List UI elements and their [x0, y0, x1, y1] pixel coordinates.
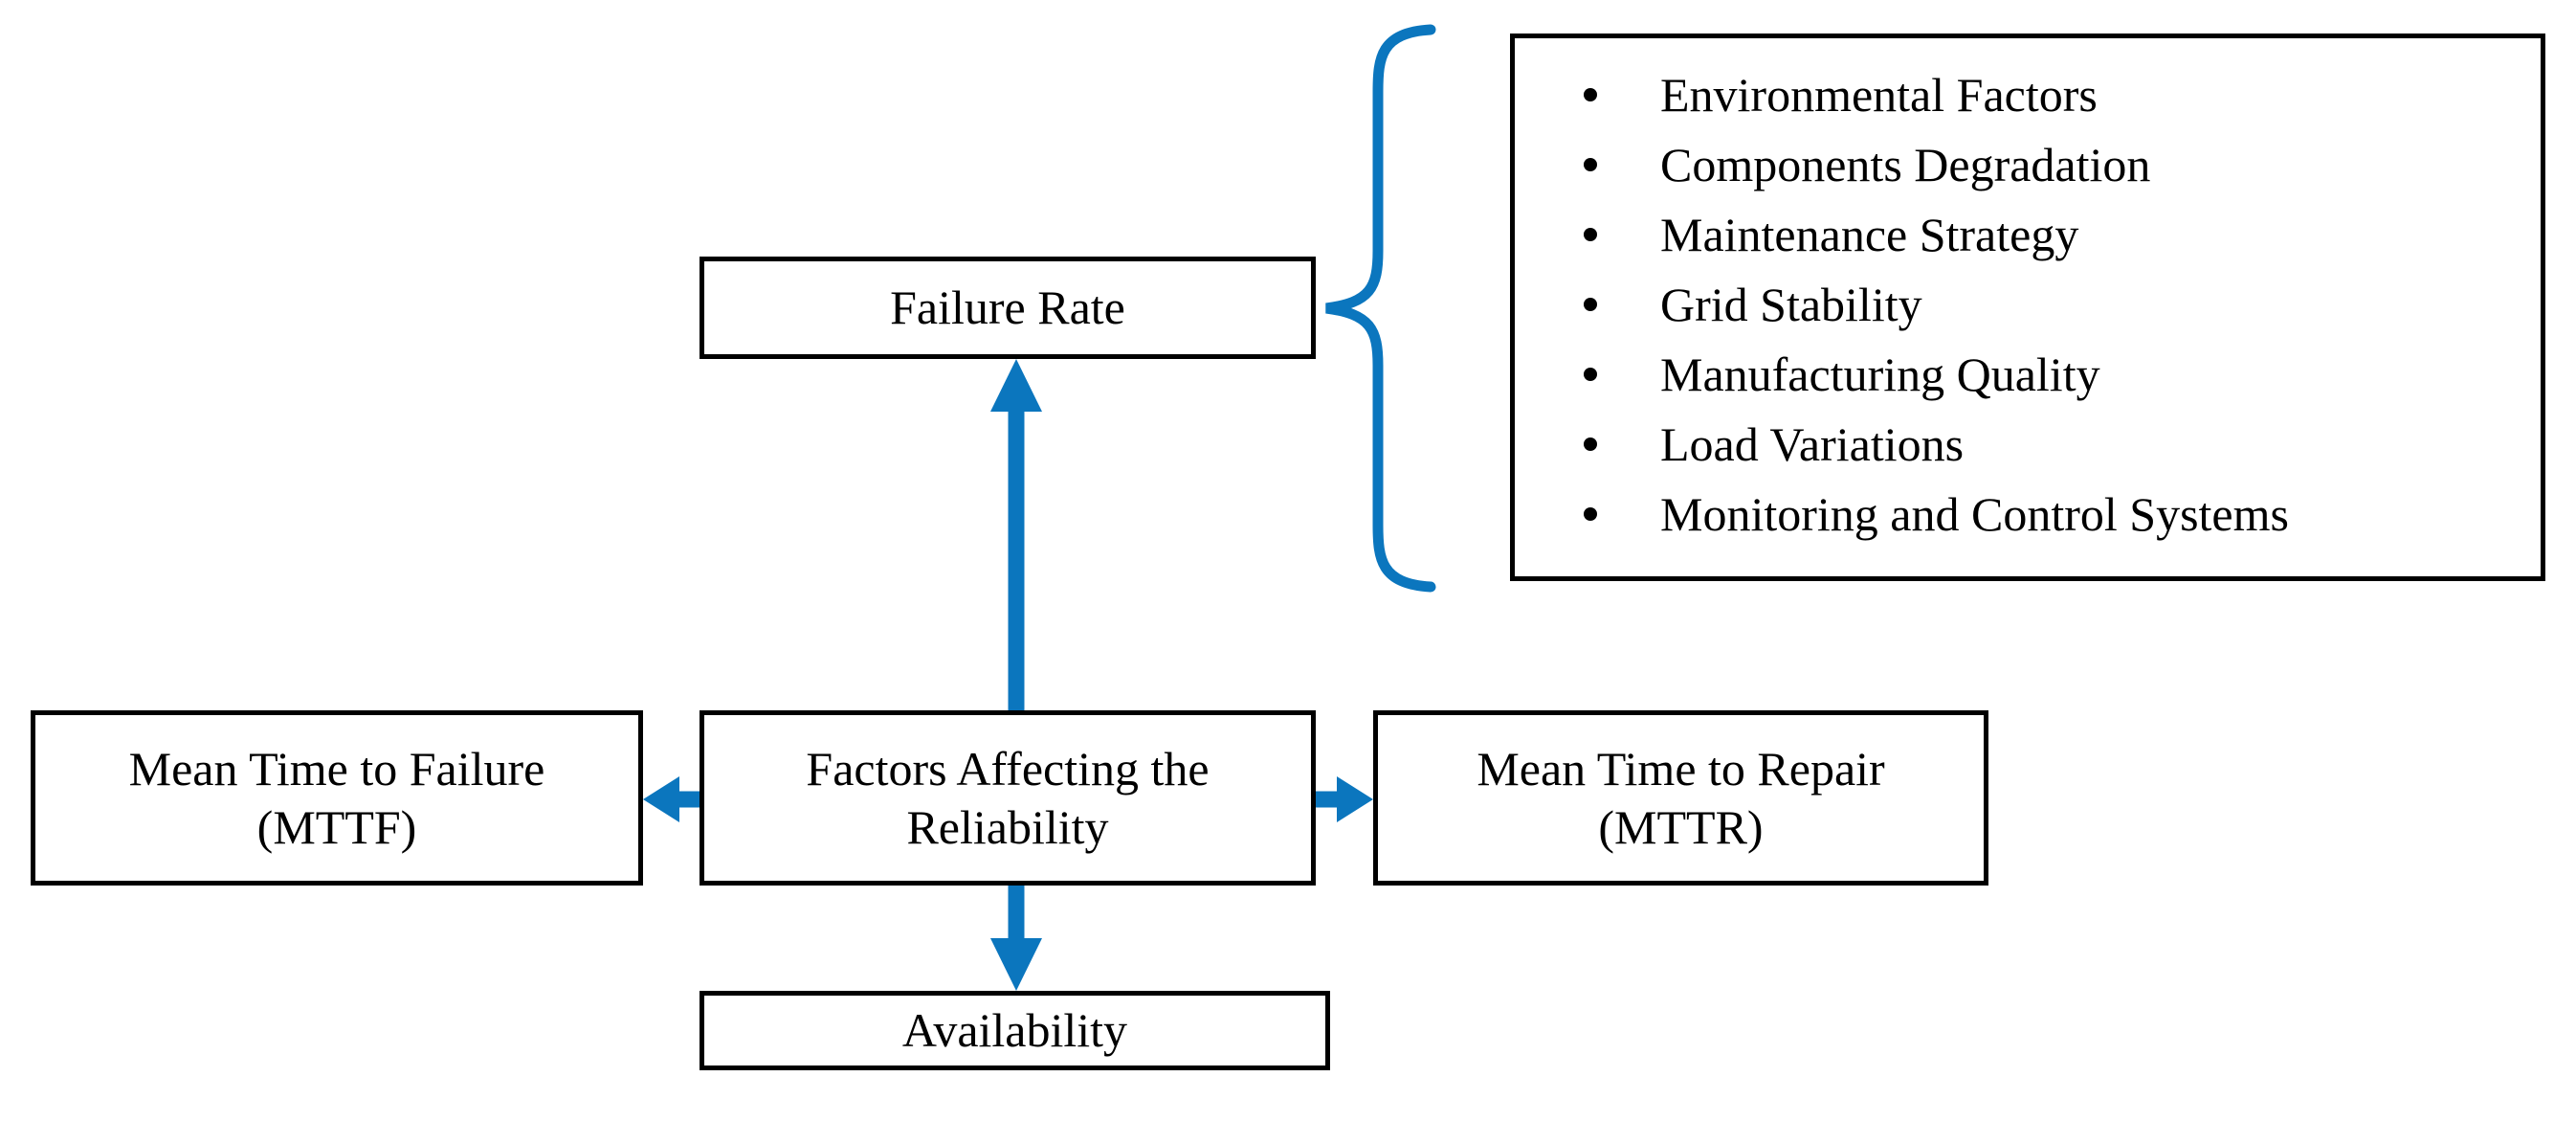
list-item-label: Manufacturing Quality — [1660, 347, 2100, 401]
list-item: Load Variations — [1515, 409, 2541, 479]
list-item: Manufacturing Quality — [1515, 339, 2541, 409]
list-item-label: Monitoring and Control Systems — [1660, 486, 2289, 541]
node-mean-time-to-repair[interactable]: Mean Time to Repair (MTTR) — [1373, 710, 1988, 886]
list-item: Grid Stability — [1515, 269, 2541, 339]
node-center-line1: Factors Affecting the — [806, 741, 1210, 796]
bullet-icon — [1584, 157, 1597, 171]
bullet-icon — [1584, 506, 1597, 521]
bullet-icon — [1584, 227, 1597, 241]
list-item-label: Components Degradation — [1660, 137, 2151, 191]
list-item: Components Degradation — [1515, 129, 2541, 199]
node-mttf-line2: (MTTF) — [256, 799, 417, 854]
node-availability[interactable]: Availability — [700, 991, 1330, 1070]
node-failure-rate[interactable]: Failure Rate — [700, 257, 1316, 359]
arrow-center-to-availability — [990, 886, 1042, 991]
node-mttr-line2: (MTTR) — [1598, 799, 1764, 854]
list-item: Maintenance Strategy — [1515, 199, 2541, 269]
node-mttf-line1: Mean Time to Failure — [128, 741, 545, 796]
node-failure-rate-label: Failure Rate — [890, 280, 1125, 334]
list-item-label: Load Variations — [1660, 416, 1965, 471]
curly-brace-connector — [1325, 24, 1436, 593]
node-mttr-label: Mean Time to Repair (MTTR) — [1467, 740, 1894, 857]
list-item-label: Environmental Factors — [1660, 67, 2098, 122]
list-item: Monitoring and Control Systems — [1515, 479, 2541, 549]
factor-list: Environmental Factors Components Degrada… — [1515, 38, 2541, 549]
node-factors-affecting-reliability[interactable]: Factors Affecting the Reliability — [700, 710, 1316, 886]
arrow-center-to-mttr — [1316, 776, 1373, 822]
list-item: Environmental Factors — [1515, 59, 2541, 129]
arrow-center-to-failure-rate — [990, 359, 1042, 710]
node-mttf-label: Mean Time to Failure (MTTF) — [120, 740, 555, 857]
node-mean-time-to-failure[interactable]: Mean Time to Failure (MTTF) — [31, 710, 643, 886]
bullet-icon — [1584, 297, 1597, 311]
node-mttr-line1: Mean Time to Repair — [1477, 741, 1885, 796]
bullet-icon — [1584, 437, 1597, 451]
bullet-icon — [1584, 87, 1597, 101]
bullet-icon — [1584, 367, 1597, 381]
list-item-label: Maintenance Strategy — [1660, 207, 2079, 261]
node-center-line2: Reliability — [906, 799, 1109, 854]
factor-list-panel: Environmental Factors Components Degrada… — [1510, 34, 2545, 581]
arrow-center-to-mttf — [643, 776, 700, 822]
node-center-label: Factors Affecting the Reliability — [796, 740, 1218, 857]
node-availability-label: Availability — [901, 1003, 1128, 1057]
list-item-label: Grid Stability — [1660, 277, 1922, 331]
